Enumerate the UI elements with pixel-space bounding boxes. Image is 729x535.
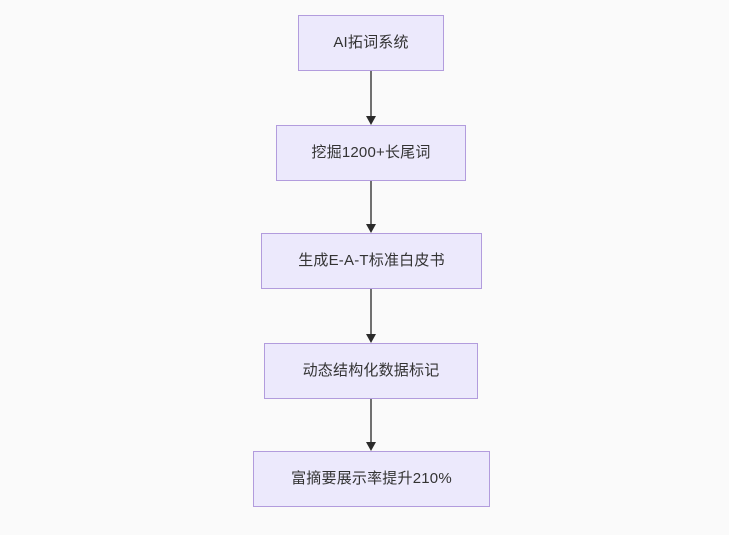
flow-node-rich-snippet-uplift[interactable]: 富摘要展示率提升210%: [253, 451, 490, 507]
flow-node-dynamic-structured-data-markup[interactable]: 动态结构化数据标记: [264, 343, 478, 399]
edge-line: [370, 289, 372, 334]
flow-node-mine-longtail-keywords[interactable]: 挖掘1200+长尾词: [276, 125, 466, 181]
edge-line: [370, 71, 372, 116]
flow-node-label: 动态结构化数据标记: [302, 362, 440, 379]
arrowhead-icon: [366, 224, 376, 233]
flow-node-label: 挖掘1200+长尾词: [311, 144, 431, 161]
flow-node-label: 富摘要展示率提升210%: [291, 470, 452, 487]
arrowhead-icon: [366, 334, 376, 343]
flow-edge-4: [366, 399, 376, 451]
flow-node-generate-eat-whitepaper[interactable]: 生成E-A-T标准白皮书: [261, 233, 482, 289]
flow-node-ai-keyword-system[interactable]: AI拓词系统: [298, 15, 444, 71]
flow-node-label: 生成E-A-T标准白皮书: [298, 252, 445, 269]
edge-line: [370, 181, 372, 224]
flow-node-label: AI拓词系统: [333, 34, 409, 51]
flow-edge-1: [366, 71, 376, 125]
arrowhead-icon: [366, 116, 376, 125]
flow-edge-2: [366, 181, 376, 233]
arrowhead-icon: [366, 442, 376, 451]
edge-line: [370, 399, 372, 442]
flow-edge-3: [366, 289, 376, 343]
